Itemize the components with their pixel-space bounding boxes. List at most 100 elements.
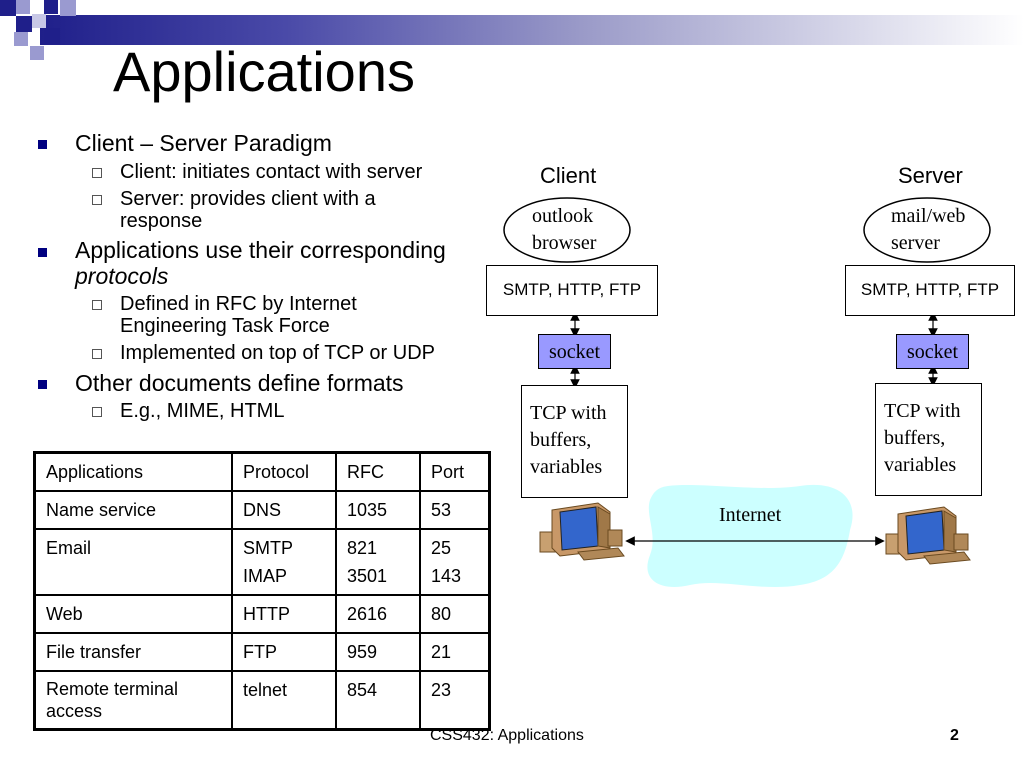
- table-header-row: Applications Protocol RFC Port: [33, 451, 491, 492]
- bullet-applications-protocols: Applications use their corresponding: [75, 237, 446, 263]
- server-socket-box: socket: [896, 334, 969, 369]
- client-socket-box: socket: [538, 334, 611, 369]
- sub-bullet-box-icon: [92, 195, 102, 205]
- table-cell-rfc: 854: [335, 670, 421, 731]
- cell-line: SMTP: [243, 538, 294, 558]
- table-cell-app: File transfer: [33, 632, 233, 672]
- table-cell-port: 23: [419, 670, 491, 731]
- client-tcp-line1: TCP with: [530, 402, 607, 424]
- server-tcp-line3: variables: [884, 454, 957, 476]
- table-cell-protocol: DNS: [231, 490, 337, 530]
- header-square: [44, 28, 60, 44]
- header-square: [14, 32, 28, 46]
- header-square: [16, 0, 30, 14]
- header-square: [60, 0, 76, 16]
- protocol-table: Applications Protocol RFC Port Name serv…: [33, 451, 491, 731]
- cell-line: File transfer: [46, 642, 142, 662]
- server-label: Server: [898, 163, 963, 188]
- header-band: [0, 0, 1024, 60]
- sub-bullet-rfc: Defined in RFC by Internet: [120, 293, 357, 315]
- cell-line: 21: [431, 642, 452, 662]
- cell-line: Email: [46, 538, 92, 558]
- cell-line: 25: [431, 538, 452, 558]
- bullet-client-server: Client – Server Paradigm: [75, 130, 332, 156]
- cell-line: FTP: [243, 642, 277, 662]
- header-square: [32, 14, 46, 28]
- client-app-ellipse: [503, 197, 631, 263]
- sub-bullet-box-icon: [92, 168, 102, 178]
- cell-line: 959: [347, 642, 378, 662]
- server-app-line2: server: [891, 232, 940, 254]
- bullet-square-icon: [38, 248, 47, 257]
- header-square: [44, 0, 58, 14]
- cell-line: Name service: [46, 500, 157, 520]
- header-square: [16, 16, 32, 32]
- slide-title: Applications: [113, 40, 415, 103]
- server-app-line1: mail/web: [891, 205, 966, 227]
- table-cell-port: 53: [419, 490, 491, 530]
- header-square: [30, 46, 44, 60]
- sub-bullet-box-icon: [92, 407, 102, 417]
- table-row: File transfer FTP 959 21: [33, 632, 491, 672]
- sub-bullet-box-icon: [92, 300, 102, 310]
- client-protocol-box: SMTP, HTTP, FTP: [486, 265, 658, 316]
- footer-text: CSS432: Applications: [430, 727, 584, 744]
- table-row: Web HTTP 2616 80: [33, 594, 491, 634]
- cell-line: access: [46, 701, 103, 721]
- table-cell-app: Name service: [33, 490, 233, 530]
- table-cell-port: 80: [419, 594, 491, 634]
- table-cell-app: Email: [33, 528, 233, 596]
- table-cell-app: Web: [33, 594, 233, 634]
- page-number: 2: [950, 727, 959, 744]
- sub-bullet-client: Client: initiates contact with server: [120, 161, 423, 183]
- server-tcp-box: TCP with buffers, variables: [875, 383, 982, 496]
- sub-bullet-tcp-udp: Implemented on top of TCP or UDP: [120, 342, 435, 364]
- table-cell-port: 21: [419, 632, 491, 672]
- sub-bullet-rfc-cont: Engineering Task Force: [120, 315, 330, 337]
- cell-line: 143: [431, 566, 462, 586]
- header-square: [0, 0, 16, 16]
- cell-line: 854: [347, 680, 378, 700]
- server-computer-icon: [885, 506, 971, 565]
- cell-line: 80: [431, 604, 452, 624]
- server-app-ellipse: [863, 197, 991, 263]
- sub-bullet-server-cont: response: [120, 210, 203, 232]
- cell-line: DNS: [243, 500, 282, 520]
- bullet-formats: Other documents define formats: [75, 370, 404, 396]
- client-tcp-line3: variables: [530, 456, 603, 478]
- table-cell-protocol: HTTP: [231, 594, 337, 634]
- table-header-cell: Protocol: [231, 451, 337, 492]
- cell-line: 23: [431, 680, 452, 700]
- client-computer-icon: [539, 502, 625, 561]
- server-tcp-line2: buffers,: [884, 427, 946, 449]
- table-cell-protocol: telnet: [231, 670, 337, 731]
- internet-label: Internet: [719, 504, 782, 526]
- cell-line: 3501: [347, 566, 388, 586]
- sub-bullet-box-icon: [92, 349, 102, 359]
- table-cell-protocol: FTP: [231, 632, 337, 672]
- cell-line: 53: [431, 500, 452, 520]
- table-row: Name service DNS 1035 53: [33, 490, 491, 530]
- client-label: Client: [540, 163, 597, 188]
- header-gradient-bar: [40, 15, 1024, 45]
- internet-cloud-icon: [647, 484, 853, 588]
- server-tcp-line1: TCP with: [884, 400, 961, 422]
- cell-line: Remote terminal: [46, 679, 179, 699]
- bullet-square-icon: [38, 140, 47, 149]
- sub-bullet-server: Server: provides client with a: [120, 188, 376, 210]
- sub-bullet-mime: E.g., MIME, HTML: [120, 400, 285, 422]
- client-tcp-box: TCP with buffers, variables: [521, 385, 628, 498]
- server-protocol-box: SMTP, HTTP, FTP: [845, 265, 1015, 316]
- table-cell-rfc: 959: [335, 632, 421, 672]
- client-app-line2: browser: [532, 232, 597, 254]
- cell-line: 1035: [347, 500, 388, 520]
- table-header-cell: RFC: [335, 451, 421, 492]
- table-header-cell: Applications: [33, 451, 233, 492]
- cell-line: HTTP: [243, 604, 290, 624]
